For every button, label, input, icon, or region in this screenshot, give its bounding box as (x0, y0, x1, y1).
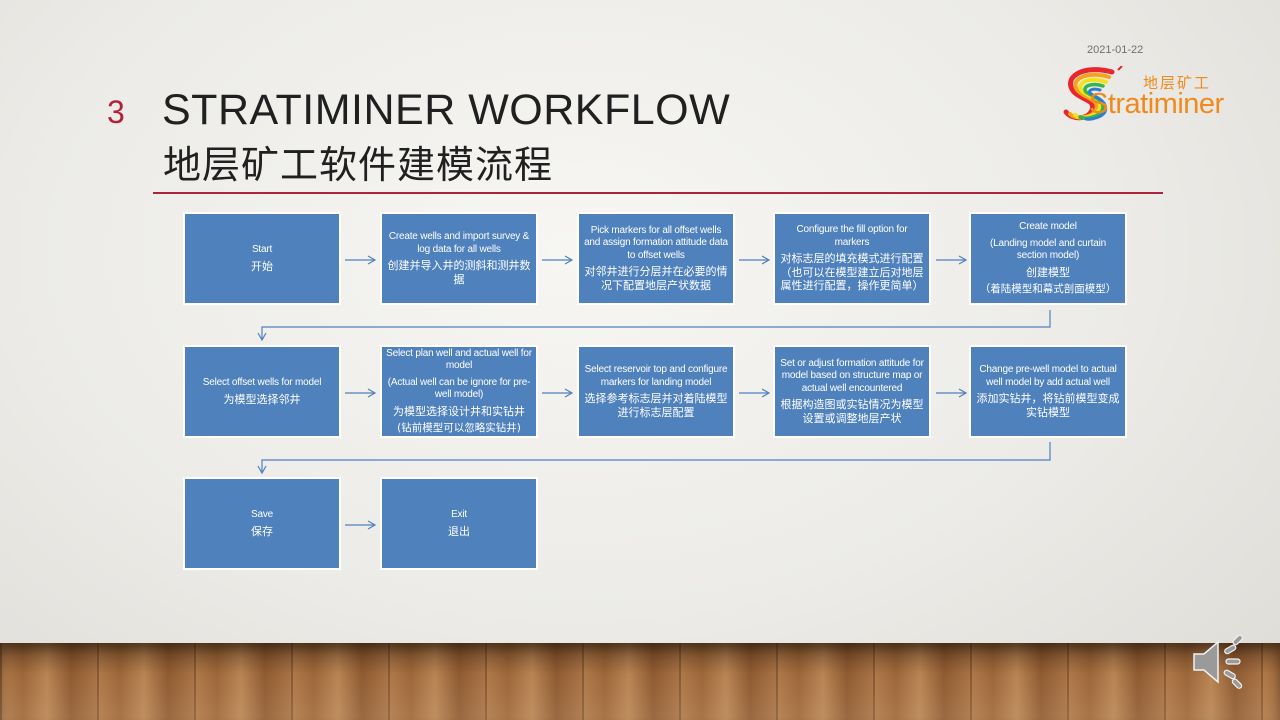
step-set-formation-attitude-en: Set or adjust formation attitude for mod… (780, 357, 924, 394)
step-pick-markers-en: Pick markers for all offset wells and as… (584, 224, 728, 261)
step-configure-fill-cn: 对标志层的填充模式进行配置（也可以在模型建立后对地层属性进行配置，操作更简单） (780, 252, 924, 293)
step-create-model-en: Create model (1019, 221, 1077, 232)
step-select-reservoir-top-en: Select reservoir top and configure marke… (584, 364, 728, 388)
arrow-10-11 (257, 442, 1051, 475)
step-set-formation-attitude: Set or adjust formation attitude for mod… (773, 345, 931, 438)
step-create-model-cn2: （着陆模型和幕式剖面模型） (979, 283, 1117, 295)
step-pick-markers: Pick markers for all offset wells and as… (577, 212, 735, 305)
step-configure-fill-en: Configure the fill option for markers (796, 224, 908, 248)
step-exit-cn: 退出 (448, 524, 470, 538)
page-title: STRATIMINER WORKFLOW (162, 86, 731, 134)
step-create-wells-en: Create wells and import survey & log dat… (388, 231, 530, 255)
step-select-offset-wells: Select offset wells for model 为模型选择邻井 (183, 345, 341, 438)
step-select-plan-well-en: Select plan well and actual well for mod… (386, 347, 532, 372)
step-exit: Exit 退出 (380, 477, 538, 570)
step-change-to-actual-cn: 添加实钻井，将钻前模型变成实钻模型 (976, 392, 1120, 419)
step-create-model: Create model (Landing model and curtain … (969, 212, 1127, 305)
slide-number: 3 (107, 94, 125, 130)
wood-floor (0, 643, 1280, 720)
arrow-5-6 (257, 310, 1051, 342)
step-create-wells: Create wells and import survey & log dat… (380, 212, 538, 305)
step-save: Save 保存 (183, 477, 341, 570)
step-select-offset-wells-en: Select offset wells for model (202, 377, 322, 388)
step-select-reservoir-top: Select reservoir top and configure marke… (577, 345, 735, 438)
step-create-model-en2: (Landing model and curtain section model… (990, 237, 1106, 262)
step-create-model-cn: 创建模型 (1026, 265, 1070, 279)
step-select-plan-well-en2: (Actual well can be ignore for pre-well … (387, 376, 531, 401)
step-start-en: Start (251, 244, 273, 255)
audio-speaker-icon[interactable] (1188, 632, 1258, 692)
step-select-plan-well-cn2: (钻前模型可以忽略实钻井) (397, 422, 521, 435)
stratiminer-logo: 地层矿工 Stratiminer (1062, 65, 1242, 126)
step-set-formation-attitude-cn: 根据构造图或实钻情况为模型设置或调整地层产状 (780, 398, 924, 425)
step-start: Start 开始 (183, 212, 341, 305)
step-select-plan-well-cn: 为模型选择设计井和实钻井 (393, 404, 525, 418)
step-pick-markers-cn: 对邻井进行分层并在必要的情况下配置地层产状数据 (584, 265, 728, 292)
page-subtitle: 地层矿工软件建模流程 (163, 143, 554, 187)
slide-date: 2021-01-22 (1087, 44, 1144, 56)
step-configure-fill: Configure the fill option for markers 对标… (773, 212, 931, 305)
step-select-plan-well: Select plan well and actual well for mod… (380, 345, 538, 438)
step-create-wells-cn: 创建并导入井的测斜和测井数据 (387, 259, 531, 286)
title-divider (153, 192, 1163, 194)
step-exit-en: Exit (451, 509, 467, 520)
step-select-reservoir-top-cn: 选择参考标志层并对着陆模型进行标志层配置 (584, 392, 728, 419)
step-save-cn: 保存 (251, 524, 273, 538)
logo-cn-text: 地层矿工 (1143, 74, 1212, 92)
rainbow-s-icon (1063, 65, 1123, 121)
step-save-en: Save (251, 509, 273, 520)
step-change-to-actual-en: Change pre-well model to actual well mod… (979, 364, 1117, 388)
step-change-to-actual: Change pre-well model to actual well mod… (969, 345, 1127, 438)
step-start-cn: 开始 (251, 259, 273, 273)
step-select-offset-wells-cn: 为模型选择邻井 (223, 392, 301, 406)
logo-wordmark: Stratiminer (1089, 88, 1224, 120)
